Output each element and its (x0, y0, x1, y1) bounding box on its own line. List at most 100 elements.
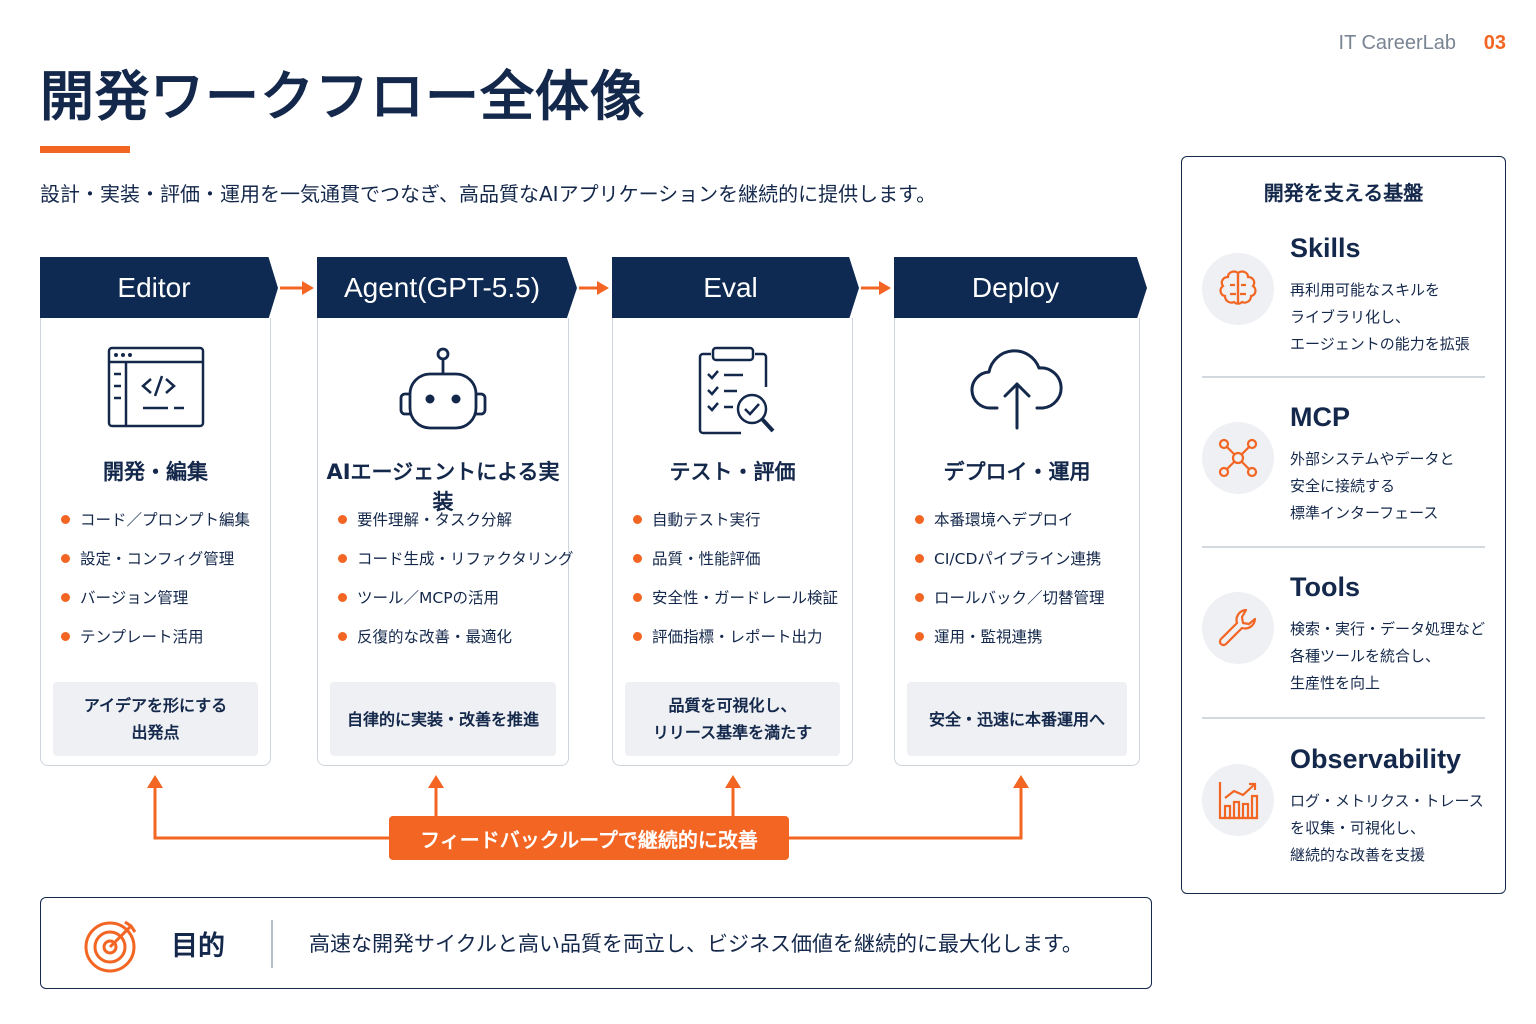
bullet-dot (633, 554, 642, 563)
feedback-line (789, 786, 1023, 840)
page-subtitle: 設計・実装・評価・運用を一気通貫でつなぎ、高品質なAIアプリケーションを継続的に… (40, 182, 937, 206)
foundation-item-desc: 外部システムやデータと 安全に接続する 標準インターフェース (1290, 446, 1455, 527)
note-line: リリース基準を満たす (652, 723, 813, 742)
stage-items: 要件理解・タスク分解 コード生成・リファクタリング ツール／MCPの活用 反復的… (338, 508, 573, 664)
foundation-item-name: Tools (1290, 572, 1360, 602)
list-item: ロールバック／切替管理 (915, 586, 1129, 625)
stage-note: 安全・迅速に本番運用へ (907, 682, 1127, 756)
list-item-text: 本番環境へデプロイ (934, 511, 1074, 529)
stage-note: 品質を可視化し、リリース基準を満たす (625, 682, 840, 756)
stage-name: テスト・評価 (669, 460, 796, 484)
bullet-dot (61, 593, 70, 602)
bullet-dot (338, 593, 347, 602)
list-item-text: 要件理解・タスク分解 (357, 511, 513, 529)
list-item-text: 反復的な改善・最適化 (357, 628, 513, 646)
stage-header-label: Agent(GPT-5.5) (343, 272, 541, 303)
bullet-dot (338, 554, 347, 563)
stage-card-deploy: デプロイ・運用 本番環境へデプロイ CI/CDパイプライン連携 ロールバック／切… (894, 318, 1140, 766)
list-item: テンプレート活用 (61, 625, 260, 664)
arrow-head (428, 775, 444, 788)
bullet-dot (915, 593, 924, 602)
icon-circle (1202, 422, 1274, 494)
list-item-text: 運用・監視連携 (934, 628, 1043, 646)
list-item-text: ツール／MCPの活用 (357, 589, 500, 607)
list-item-text: 評価指標・レポート出力 (652, 628, 823, 646)
list-item: ツール／MCPの活用 (338, 586, 558, 625)
arrow-head (1013, 775, 1029, 788)
bullet-dot (61, 515, 70, 524)
list-item-text: バージョン管理 (80, 589, 189, 607)
title-underline (40, 146, 130, 153)
bullet-dot (61, 632, 70, 641)
bullet-dot (338, 515, 347, 524)
list-item: コード／プロンプト編集 (61, 508, 260, 547)
list-item-text: 品質・性能評価 (652, 550, 761, 568)
stage-header-label: Deploy (971, 272, 1060, 303)
page-title: 開発ワークフロー全体像 (40, 65, 645, 128)
foundation-divider (1202, 376, 1485, 378)
list-item-text: ロールバック／切替管理 (934, 589, 1105, 607)
bullet-dot (633, 515, 642, 524)
icon-circle (1202, 592, 1274, 664)
note-line: アイデアを形にする (83, 696, 228, 715)
bullet-dot (915, 515, 924, 524)
list-item-text: 安全性・ガードレール検証 (652, 589, 839, 607)
icon-circle (1202, 764, 1274, 836)
list-item: 自動テスト実行 (633, 508, 842, 547)
bullet-dot (633, 632, 642, 641)
network-hub-icon (1218, 438, 1258, 478)
desc-line: 継続的な改善を支援 (1290, 846, 1426, 864)
list-item-text: テンプレート活用 (80, 628, 204, 646)
foundation-item-desc: 再利用可能なスキルを ライブラリ化し、 エージェントの能力を拡張 (1290, 277, 1470, 358)
list-item: コード生成・リファクタリング (338, 547, 573, 586)
note-line: 安全・迅速に本番運用へ (928, 709, 1105, 729)
wrench-icon (1218, 608, 1257, 647)
list-item: 反復的な改善・最適化 (338, 625, 558, 664)
list-item: CI/CDパイプライン連携 (915, 547, 1129, 586)
foundation-item-desc: 検索・実行・データ処理など 各種ツールを統合し、 生産性を向上 (1290, 616, 1485, 697)
stage-header-agent: Agent(GPT-5.5) (317, 257, 577, 319)
foundation-divider (1202, 546, 1485, 548)
arrow-head (302, 281, 314, 295)
desc-line: 再利用可能なスキルを (1290, 281, 1441, 299)
purpose-divider (271, 920, 273, 968)
icon-circle (1202, 253, 1274, 325)
foundation-item-skills: Skills 再利用可能なスキルを ライブラリ化し、 エージェントの能力を拡張 (1202, 233, 1485, 383)
list-item: 要件理解・タスク分解 (338, 508, 558, 547)
stage-name: 開発・編集 (103, 460, 208, 484)
list-item-text: CI/CDパイプライン連携 (934, 550, 1102, 568)
foundation-item-name: Observability (1290, 744, 1462, 774)
list-item-text: コード／プロンプト編集 (80, 511, 251, 529)
bullet-dot (915, 632, 924, 641)
purpose-label: 目的 (171, 931, 225, 962)
foundation-item-name: Skills (1290, 233, 1361, 263)
purpose-box: 目的 高速な開発サイクルと高い品質を両立し、ビジネス価値を継続的に最大化します。 (40, 897, 1152, 989)
stage-header-eval: Eval (612, 257, 859, 319)
list-item: 評価指標・レポート出力 (633, 625, 842, 664)
foundation-panel: 開発を支える基盤 Skills 再利用可能なスキルを ライブラリ化し、 エージェ… (1181, 156, 1506, 894)
note-line: 品質を可視化し、 (668, 696, 797, 715)
stage-items: コード／プロンプト編集 設定・コンフィグ管理 バージョン管理 テンプレート活用 (61, 508, 260, 664)
bullet-dot (915, 554, 924, 563)
bullet-dot (633, 593, 642, 602)
target-icon (84, 920, 137, 973)
brain-icon (1219, 270, 1257, 305)
stage-note: 自律的に実装・改善を推進 (330, 682, 556, 756)
list-item-text: コード生成・リファクタリング (357, 550, 574, 568)
page-number: 03 (1483, 32, 1506, 54)
arrow-head (597, 281, 609, 295)
stage-header-label: Editor (117, 272, 191, 303)
stage-items: 本番環境へデプロイ CI/CDパイプライン連携 ロールバック／切替管理 運用・監… (915, 508, 1129, 664)
cloud-upload-icon (970, 349, 1063, 430)
stage-name: デプロイ・運用 (943, 460, 1091, 484)
note-line: 自律的に実装・改善を推進 (346, 709, 539, 729)
desc-line: を収集・可視化し、 (1290, 819, 1426, 837)
bullet-dot (338, 632, 347, 641)
foundation-item-observability: Observability ログ・メトリクス・トレース を収集・可視化し、 継続… (1202, 744, 1485, 894)
list-item: 安全性・ガードレール検証 (633, 586, 842, 625)
list-item: 品質・性能評価 (633, 547, 842, 586)
bullet-dot (61, 554, 70, 563)
foundation-title: 開発を支える基盤 (1263, 181, 1424, 205)
foundation-item-mcp: MCP 外部システムやデータと 安全に接続する 標準インターフェース (1202, 402, 1485, 552)
